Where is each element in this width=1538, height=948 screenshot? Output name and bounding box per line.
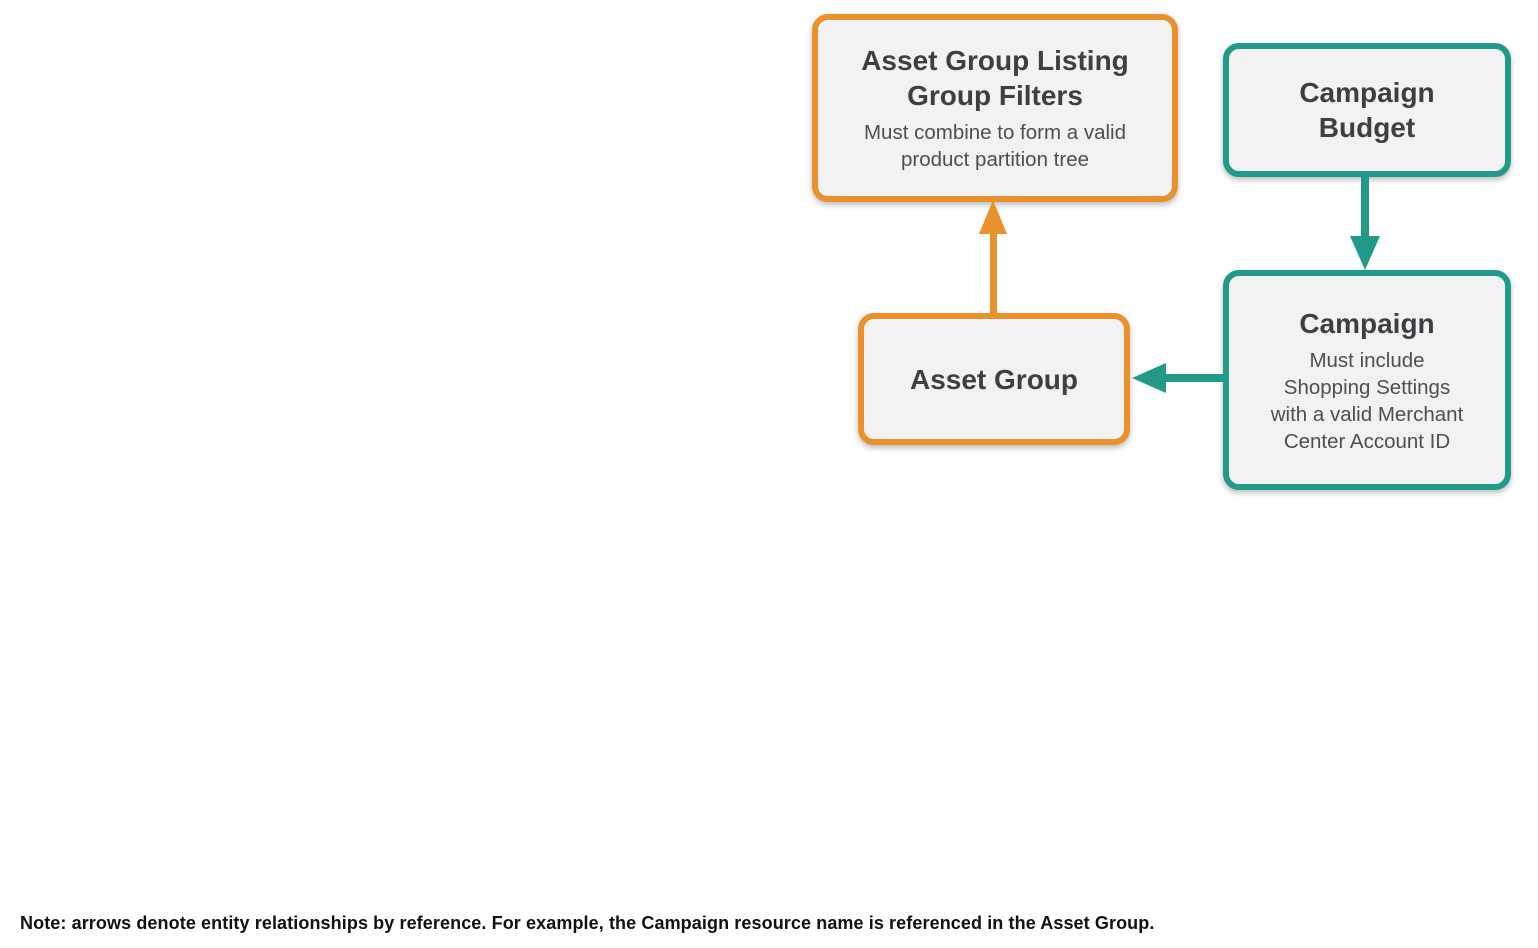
node-subtitle: Must combine to form a valid product par… [863,121,1127,171]
node-asset-group: Asset Group [858,313,1130,445]
node-subtitle: Must include Shopping Settings with a va… [1270,348,1464,453]
node-title: Campaign [1299,307,1435,339]
arrow-asset-group-to-listing-filters-shaft [990,233,997,314]
node-title: Campaign Budget [1299,77,1435,143]
arrow-left-icon [1132,363,1166,393]
arrow-campaign-to-asset-group-shaft [1165,374,1223,382]
node-campaign: Campaign Must include Shopping Settings … [1223,270,1511,490]
arrow-campaign-budget-to-campaign-shaft [1361,175,1369,238]
node-title: Asset Group Listing Group Filters [861,45,1129,111]
node-asset-group-listing-group-filters: Asset Group Listing Group Filters Must c… [812,14,1178,202]
node-campaign-budget: Campaign Budget [1223,43,1511,177]
arrow-down-icon [1350,236,1380,270]
node-title: Asset Group [909,363,1079,395]
footer-note: Note: arrows denote entity relationships… [20,913,1155,933]
arrow-up-icon [979,200,1007,234]
